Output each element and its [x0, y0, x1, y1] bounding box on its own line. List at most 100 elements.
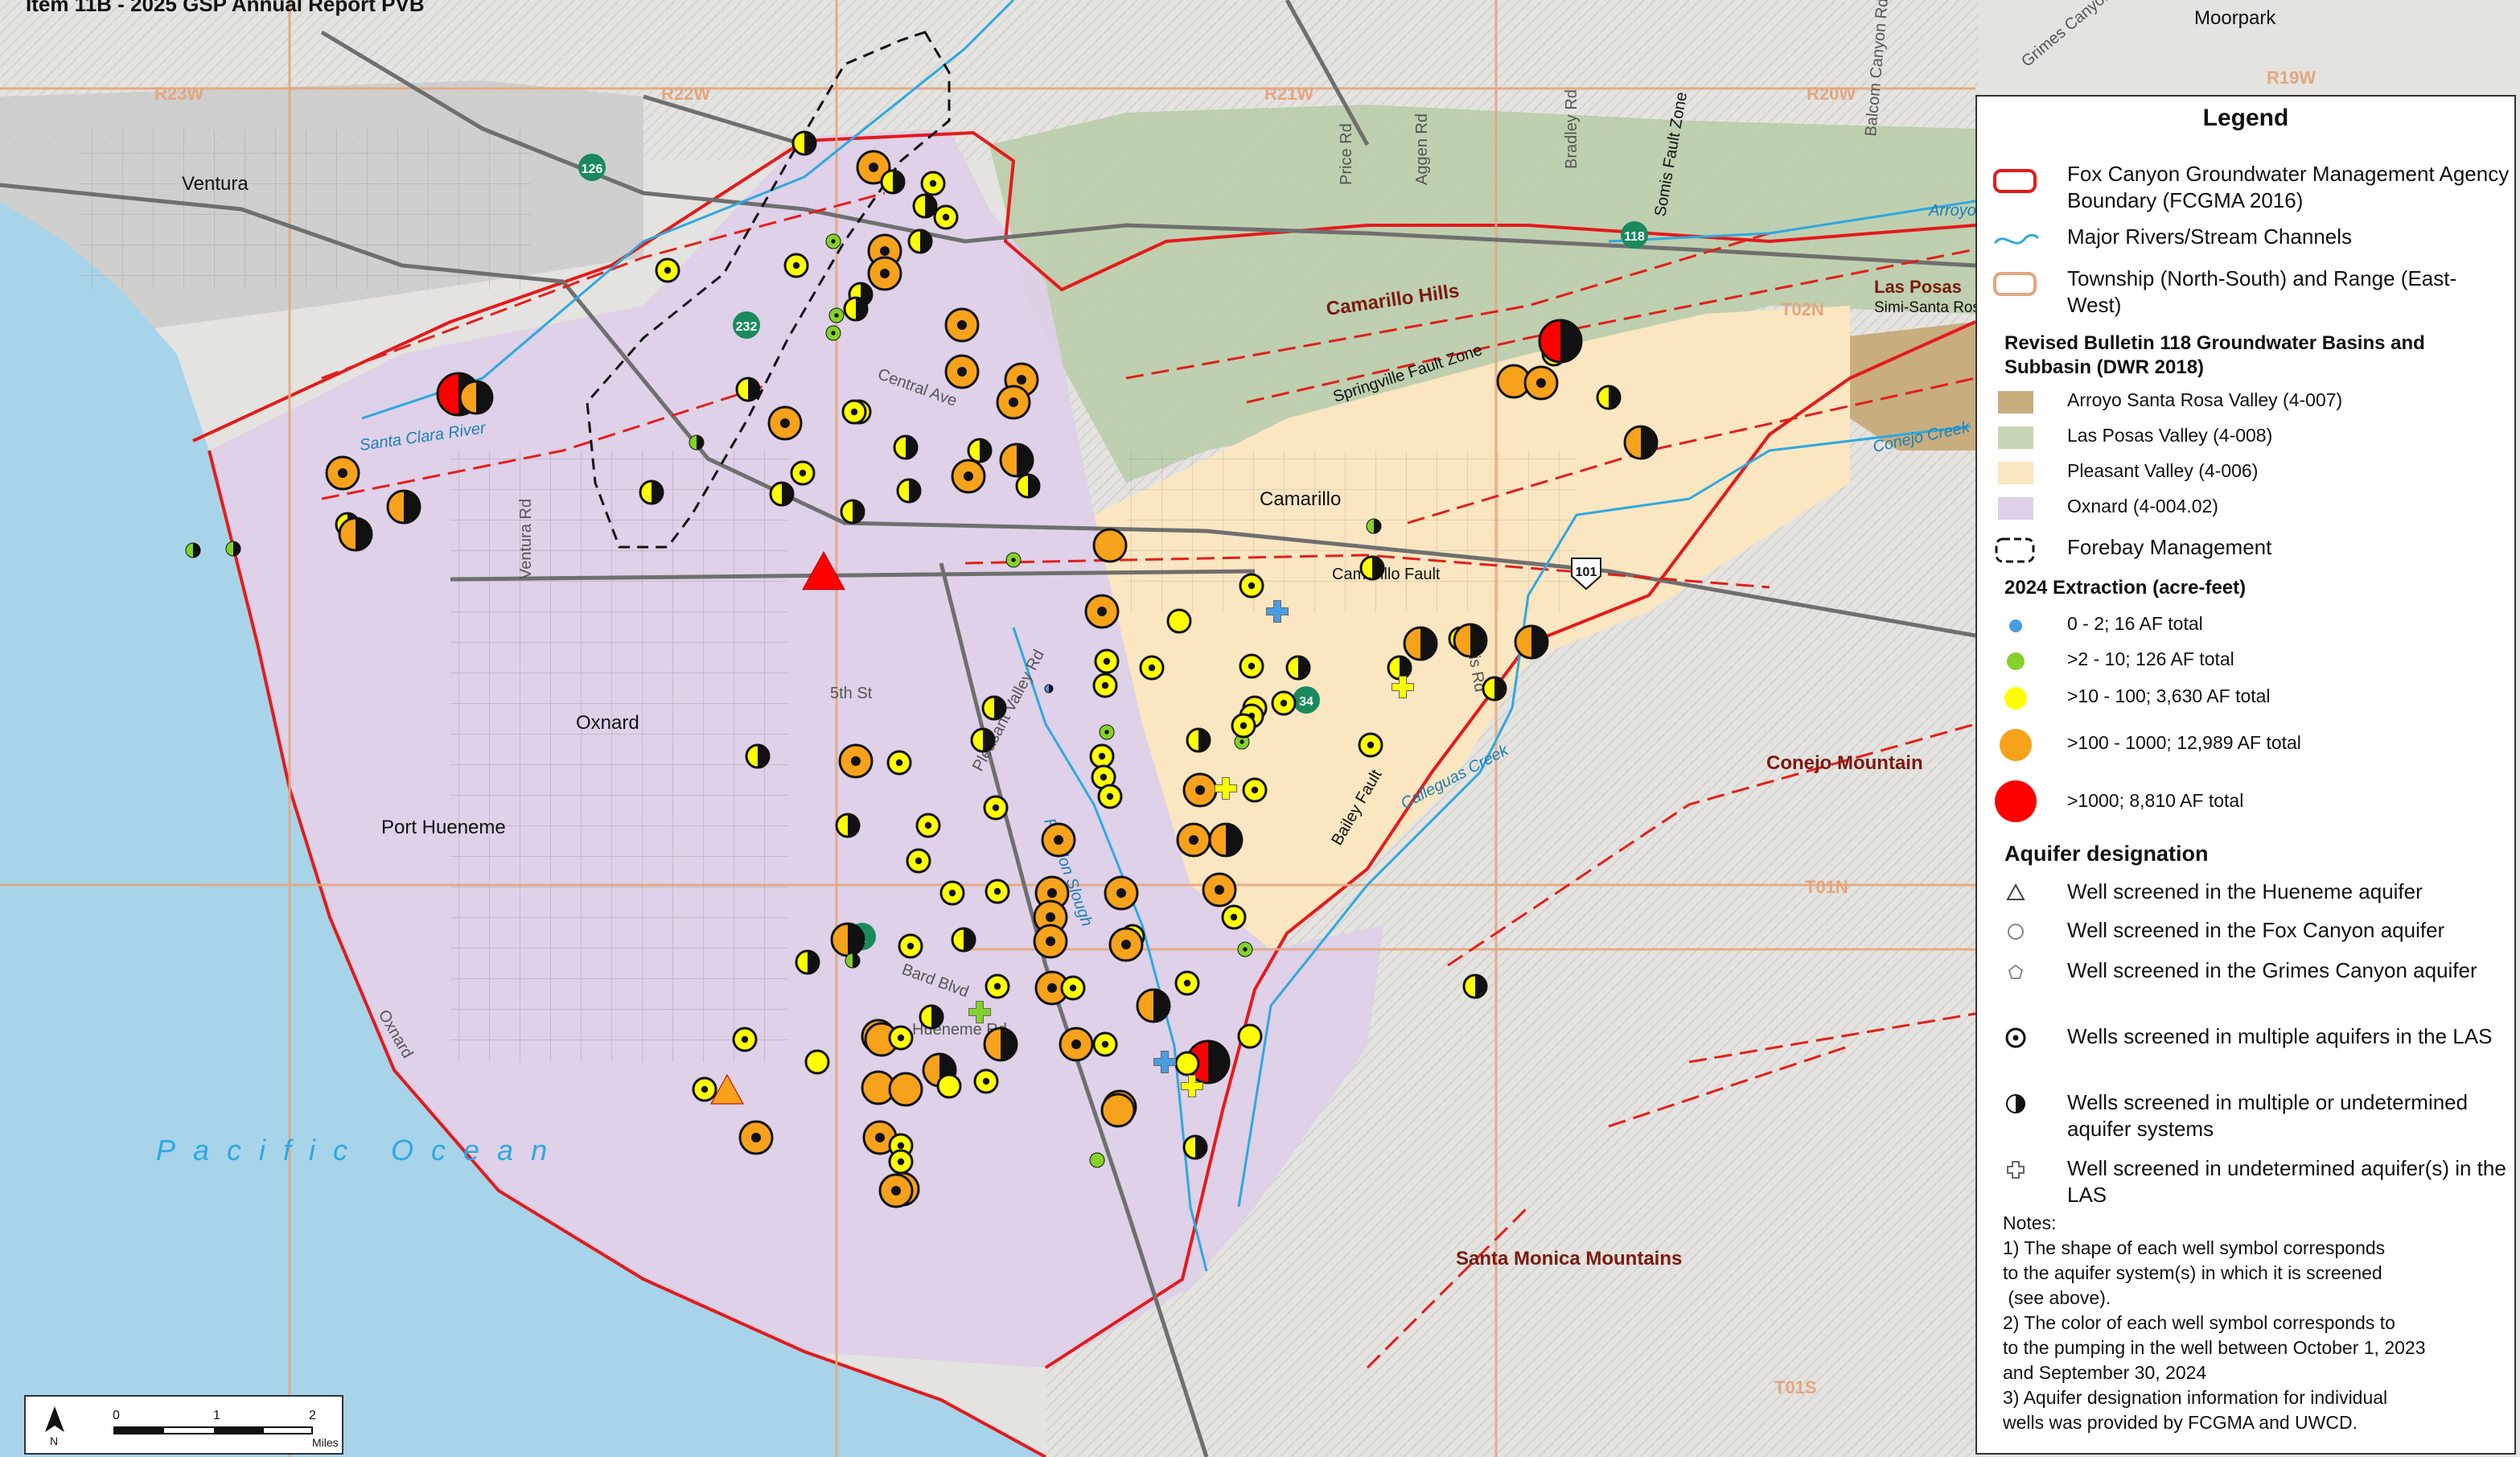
well-symbol — [840, 499, 865, 525]
terrain-label: Las Posas — [1874, 277, 1962, 297]
well-symbol — [1084, 594, 1120, 629]
route-shield: 118 — [1621, 221, 1648, 249]
legend-label: Township (North-South) and Range (East-W… — [2067, 266, 2457, 317]
note-line: (see above). — [2003, 1287, 2111, 1308]
township-label: T01N — [1805, 877, 1848, 897]
well-triangle — [710, 1073, 744, 1105]
well-symbol — [999, 442, 1034, 478]
well-symbol — [825, 233, 841, 249]
note-line: 1) The shape of each well symbol corresp… — [2003, 1237, 2386, 1258]
extraction-dot-icon — [2004, 687, 2027, 710]
legend-aquifer: Wells screened in multiple aquifers in t… — [1977, 1023, 2514, 1080]
well-symbol — [655, 257, 680, 283]
well-symbol — [845, 953, 861, 969]
well-symbol — [790, 460, 816, 486]
notes-heading: Notes: — [2003, 1212, 2057, 1233]
note-line: to the pumping in the well between Octob… — [2003, 1337, 2426, 1358]
well-symbol — [225, 541, 241, 557]
legend-label: Major Rivers/Stream Channels — [2067, 224, 2353, 249]
legend-panel: Legend Fox Canyon Groundwater Management… — [1975, 95, 2516, 1455]
road-label: Price Rd — [1338, 123, 1355, 185]
well-symbol — [862, 1120, 898, 1155]
well-symbol — [804, 1049, 830, 1075]
well-symbol — [1089, 1152, 1105, 1168]
plus-icon — [2007, 1161, 2025, 1179]
circle-icon — [2008, 924, 2024, 940]
extraction-heading: 2024 Extraction (acre-feet) — [2004, 577, 2247, 599]
legend-label: Wells screened in multiple or undetermin… — [2067, 1090, 2469, 1141]
legend-label: Arroyo Santa Rosa Valley (4-007) — [2067, 389, 2343, 410]
legend-label: >1000; 8,810 AF total — [2067, 790, 2244, 811]
legend-extraction: >100 - 1000; 12,989 AF total — [1977, 727, 2514, 763]
extraction-dot-icon — [1995, 780, 2037, 822]
las-posas-basin — [989, 105, 1975, 483]
well-symbol — [1387, 655, 1412, 681]
range-label: R22W — [661, 84, 710, 104]
well-symbol — [1623, 425, 1659, 460]
well-symbol — [783, 253, 809, 278]
well-symbol — [983, 795, 1009, 821]
route-shield: 232 — [733, 311, 760, 339]
scale-tick-label: 2 — [309, 1409, 316, 1422]
well-symbol — [985, 879, 1010, 904]
legend-aquifer: Well screened in undetermined aquifer(s)… — [1977, 1155, 2514, 1212]
dotted-circle-icon — [2005, 1027, 2026, 1048]
place-label: Ventura — [182, 173, 249, 195]
well-symbol — [838, 743, 874, 779]
well-symbol — [1136, 988, 1171, 1023]
well-symbol — [1186, 1039, 1231, 1085]
legend-label: Oxnard (4-004.02) — [2067, 496, 2218, 517]
well-symbol — [981, 695, 1007, 721]
well-symbol — [906, 848, 931, 874]
well-symbol — [1514, 624, 1549, 660]
extraction-dot-icon — [2009, 619, 2022, 632]
well-symbol — [738, 1120, 774, 1155]
well-symbol — [1174, 1051, 1200, 1076]
svg-text:118: 118 — [1624, 230, 1645, 244]
aquifer-heading: Aquifer designation — [2004, 842, 2209, 866]
note-line: 2) The color of each well symbol corresp… — [2003, 1312, 2395, 1333]
well-symbol — [880, 169, 906, 195]
well-symbol — [825, 325, 841, 341]
well-symbol — [1403, 626, 1438, 661]
basin-swatch — [1998, 462, 2033, 484]
well-symbol — [888, 1025, 914, 1051]
place-label: Port Hueneme — [381, 817, 506, 838]
well-symbol — [732, 1027, 758, 1052]
basin-swatch — [1998, 426, 2033, 449]
well-symbol — [1060, 975, 1086, 1001]
water-label: Arroyo — [1928, 202, 1976, 220]
place-label: Moorpark — [2194, 7, 2276, 29]
legend-label: >2 - 10; 126 AF total — [2067, 648, 2234, 669]
forebay-outline — [586, 31, 951, 549]
well-symbol — [1231, 713, 1256, 739]
legend-label: Wells screened in multiple aquifers in t… — [2067, 1024, 2493, 1048]
well-symbol — [1453, 623, 1488, 658]
legend-basin: Pleasant Valley (4-006) — [1977, 459, 2514, 488]
legend-aquifer: Well screened in the Grimes Canyon aquif… — [1977, 957, 2514, 1014]
route-shield: 34 — [1293, 686, 1320, 714]
roads — [0, 0, 1976, 1457]
well-symbol — [841, 399, 867, 425]
route-shield: 126 — [578, 154, 606, 181]
place-label: Camarillo — [1260, 488, 1341, 510]
pentagon-icon — [2008, 964, 2024, 979]
terrain-label: Conejo Mountain — [1766, 752, 1923, 774]
well-symbol — [1234, 734, 1250, 750]
note-line: 3) Aquifer designation information for i… — [2003, 1387, 2388, 1408]
well-symbol — [1005, 552, 1022, 568]
range-label: R20W — [1807, 84, 1856, 104]
scale-bar: N 0 1 2 Miles — [24, 1395, 343, 1455]
well-plus — [1392, 676, 1414, 698]
well-symbol — [1186, 727, 1211, 753]
north-arrow-icon: N — [45, 1406, 64, 1447]
well-symbol — [1174, 970, 1200, 996]
well-symbol — [1239, 653, 1264, 679]
legend-extraction: 0 - 2; 16 AF total — [1977, 611, 2514, 640]
legend-label: Well screened in the Hueneme aquifer — [2067, 879, 2423, 903]
ventura-streets — [80, 129, 531, 290]
well-symbol — [185, 542, 201, 558]
legend-forebay: Forebay Management — [1977, 534, 2514, 566]
well-symbol — [1094, 648, 1120, 674]
well-symbol — [1092, 528, 1128, 563]
